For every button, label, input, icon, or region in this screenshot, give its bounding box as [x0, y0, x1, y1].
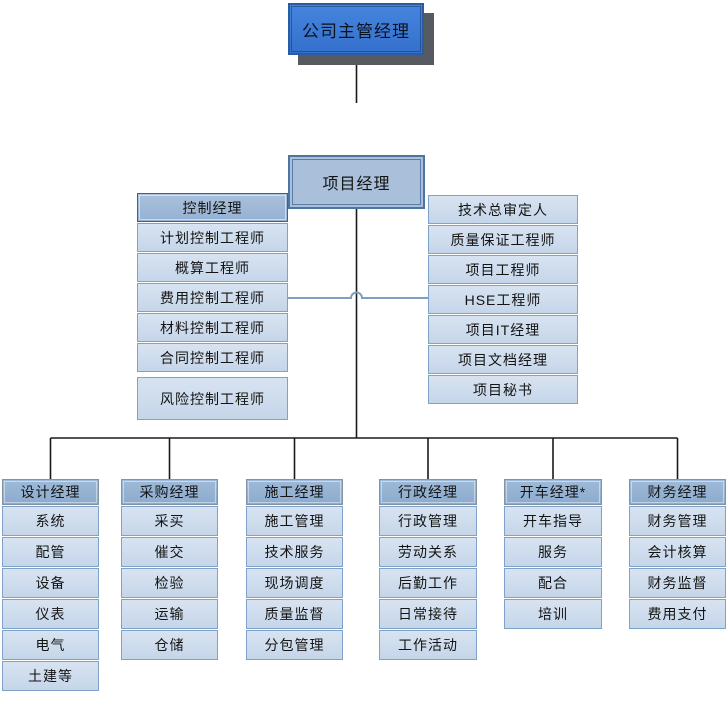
- procurement-item-node: 运输: [121, 599, 218, 629]
- startup-item-node: 配合: [504, 568, 602, 598]
- admin-header-node: 行政经理: [379, 479, 477, 505]
- staff-item-node: 项目秘书: [428, 375, 578, 404]
- procurement-item-node: 采买: [121, 506, 218, 536]
- startup-header-node: 开车经理*: [504, 479, 602, 505]
- staff-item-node: 质量保证工程师: [428, 225, 578, 254]
- procurement-column: 采购经理 采买 催交 检验 运输 仓储: [121, 479, 218, 660]
- design-item-node: 设备: [2, 568, 99, 598]
- startup-item-node: 培训: [504, 599, 602, 629]
- procurement-item-node: 检验: [121, 568, 218, 598]
- finance-column: 财务经理 财务管理 会计核算 财务监督 费用支付: [629, 479, 726, 629]
- admin-item-node: 行政管理: [379, 506, 477, 536]
- construction-item-node: 施工管理: [246, 506, 343, 536]
- finance-item-node: 费用支付: [629, 599, 726, 629]
- design-header-node: 设计经理: [2, 479, 99, 505]
- finance-item-node: 会计核算: [629, 537, 726, 567]
- startup-column: 开车经理* 开车指导 服务 配合 培训: [504, 479, 602, 629]
- construction-item-node: 现场调度: [246, 568, 343, 598]
- finance-header-node: 财务经理: [629, 479, 726, 505]
- design-item-node: 配管: [2, 537, 99, 567]
- finance-item-node: 财务监督: [629, 568, 726, 598]
- construction-column: 施工经理 施工管理 技术服务 现场调度 质量监督 分包管理: [246, 479, 343, 660]
- control-item-node: 合同控制工程师: [137, 343, 288, 372]
- control-item-node: 概算工程师: [137, 253, 288, 282]
- construction-item-node: 质量监督: [246, 599, 343, 629]
- startup-item-node: 开车指导: [504, 506, 602, 536]
- staff-item-node: 项目文档经理: [428, 345, 578, 374]
- control-item-node: 材料控制工程师: [137, 313, 288, 342]
- construction-item-node: 分包管理: [246, 630, 343, 660]
- control-item-node: 计划控制工程师: [137, 223, 288, 252]
- finance-item-node: 财务管理: [629, 506, 726, 536]
- design-item-node: 仪表: [2, 599, 99, 629]
- procurement-item-node: 仓储: [121, 630, 218, 660]
- control-item-node: 费用控制工程师: [137, 283, 288, 312]
- procurement-header-node: 采购经理: [121, 479, 218, 505]
- admin-item-node: 后勤工作: [379, 568, 477, 598]
- control-header-node: 控制经理: [137, 193, 288, 222]
- design-column: 设计经理 系统 配管 设备 仪表 电气 土建等: [2, 479, 99, 691]
- design-item-node: 电气: [2, 630, 99, 660]
- admin-item-node: 日常接待: [379, 599, 477, 629]
- construction-item-node: 技术服务: [246, 537, 343, 567]
- startup-item-node: 服务: [504, 537, 602, 567]
- root-node: 公司主管经理: [288, 3, 424, 55]
- design-item-node: 土建等: [2, 661, 99, 691]
- construction-header-node: 施工经理: [246, 479, 343, 505]
- control-item-node: 风险控制工程师: [137, 377, 288, 420]
- staff-item-node: 项目IT经理: [428, 315, 578, 344]
- staff-item-node: HSE工程师: [428, 285, 578, 314]
- admin-item-node: 工作活动: [379, 630, 477, 660]
- procurement-item-node: 催交: [121, 537, 218, 567]
- project-manager-node: 项目经理: [288, 155, 425, 209]
- admin-column: 行政经理 行政管理 劳动关系 后勤工作 日常接待 工作活动: [379, 479, 477, 660]
- staff-item-node: 技术总审定人: [428, 195, 578, 224]
- design-item-node: 系统: [2, 506, 99, 536]
- admin-item-node: 劳动关系: [379, 537, 477, 567]
- control-staff-link-line: [288, 291, 428, 299]
- staff-item-node: 项目工程师: [428, 255, 578, 284]
- control-column: 控制经理 计划控制工程师 概算工程师 费用控制工程师 材料控制工程师 合同控制工…: [137, 193, 288, 420]
- staff-column: 技术总审定人 质量保证工程师 项目工程师 HSE工程师 项目IT经理 项目文档经…: [428, 195, 578, 404]
